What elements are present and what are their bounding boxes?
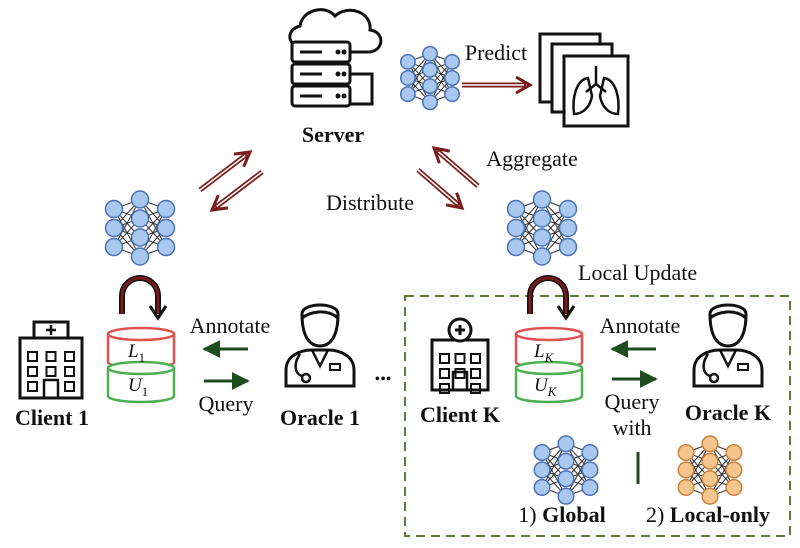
ellipsis: ••• [375,371,392,388]
oracle-k-label: Oracle K [685,400,771,425]
neural-net-icon [399,45,461,111]
server-cloud-icon [288,8,383,108]
client-1-unlabeled-db [106,360,176,404]
client-1-label: Client 1 [15,405,89,430]
client-1-labeled-letter: L1 [127,341,145,365]
client-k-update-loop [527,275,576,321]
annotate-1-label: Annotate [190,313,271,338]
option-2-label: 2) Local-only [646,502,770,527]
client-k-sync-arrows [416,146,480,210]
client-k-unlabeled-letter: UK [534,375,558,399]
client-k-label: Client K [420,402,500,427]
client-k-labeled-db [514,326,584,370]
client-k-unlabeled-db [514,360,584,404]
doctor-icon [692,303,764,388]
client-1-unlabeled-letter: U1 [128,375,148,399]
option-1-label: 1) Global [518,502,605,527]
client-1-sync-arrows [198,150,264,212]
client-1-model-icon [104,190,176,266]
client-1-labeled-db [106,326,176,370]
annotate-k-label: Annotate [600,313,681,338]
aggregate-label: Aggregate [486,146,578,171]
client-1-update-loop [119,275,168,321]
client-k-dashed-box [404,295,791,537]
local-update-label: Local Update [578,260,697,285]
xray-lungs-icon [538,32,630,128]
hospital-icon [18,320,84,400]
global-model-icon [533,435,599,505]
predict-arrow [462,75,534,95]
client-k-labeled-letter: LK [533,341,555,365]
server-label: Server [302,122,365,147]
hospital-icon [430,317,490,394]
local-only-model-icon [677,435,743,505]
distribute-label: Distribute [326,190,414,215]
oracle-1-label: Oracle 1 [280,405,360,430]
query-1-label: Query [199,391,254,416]
predict-label: Predict [465,40,527,65]
client-k-model-icon [506,190,578,266]
doctor-icon [284,303,356,388]
